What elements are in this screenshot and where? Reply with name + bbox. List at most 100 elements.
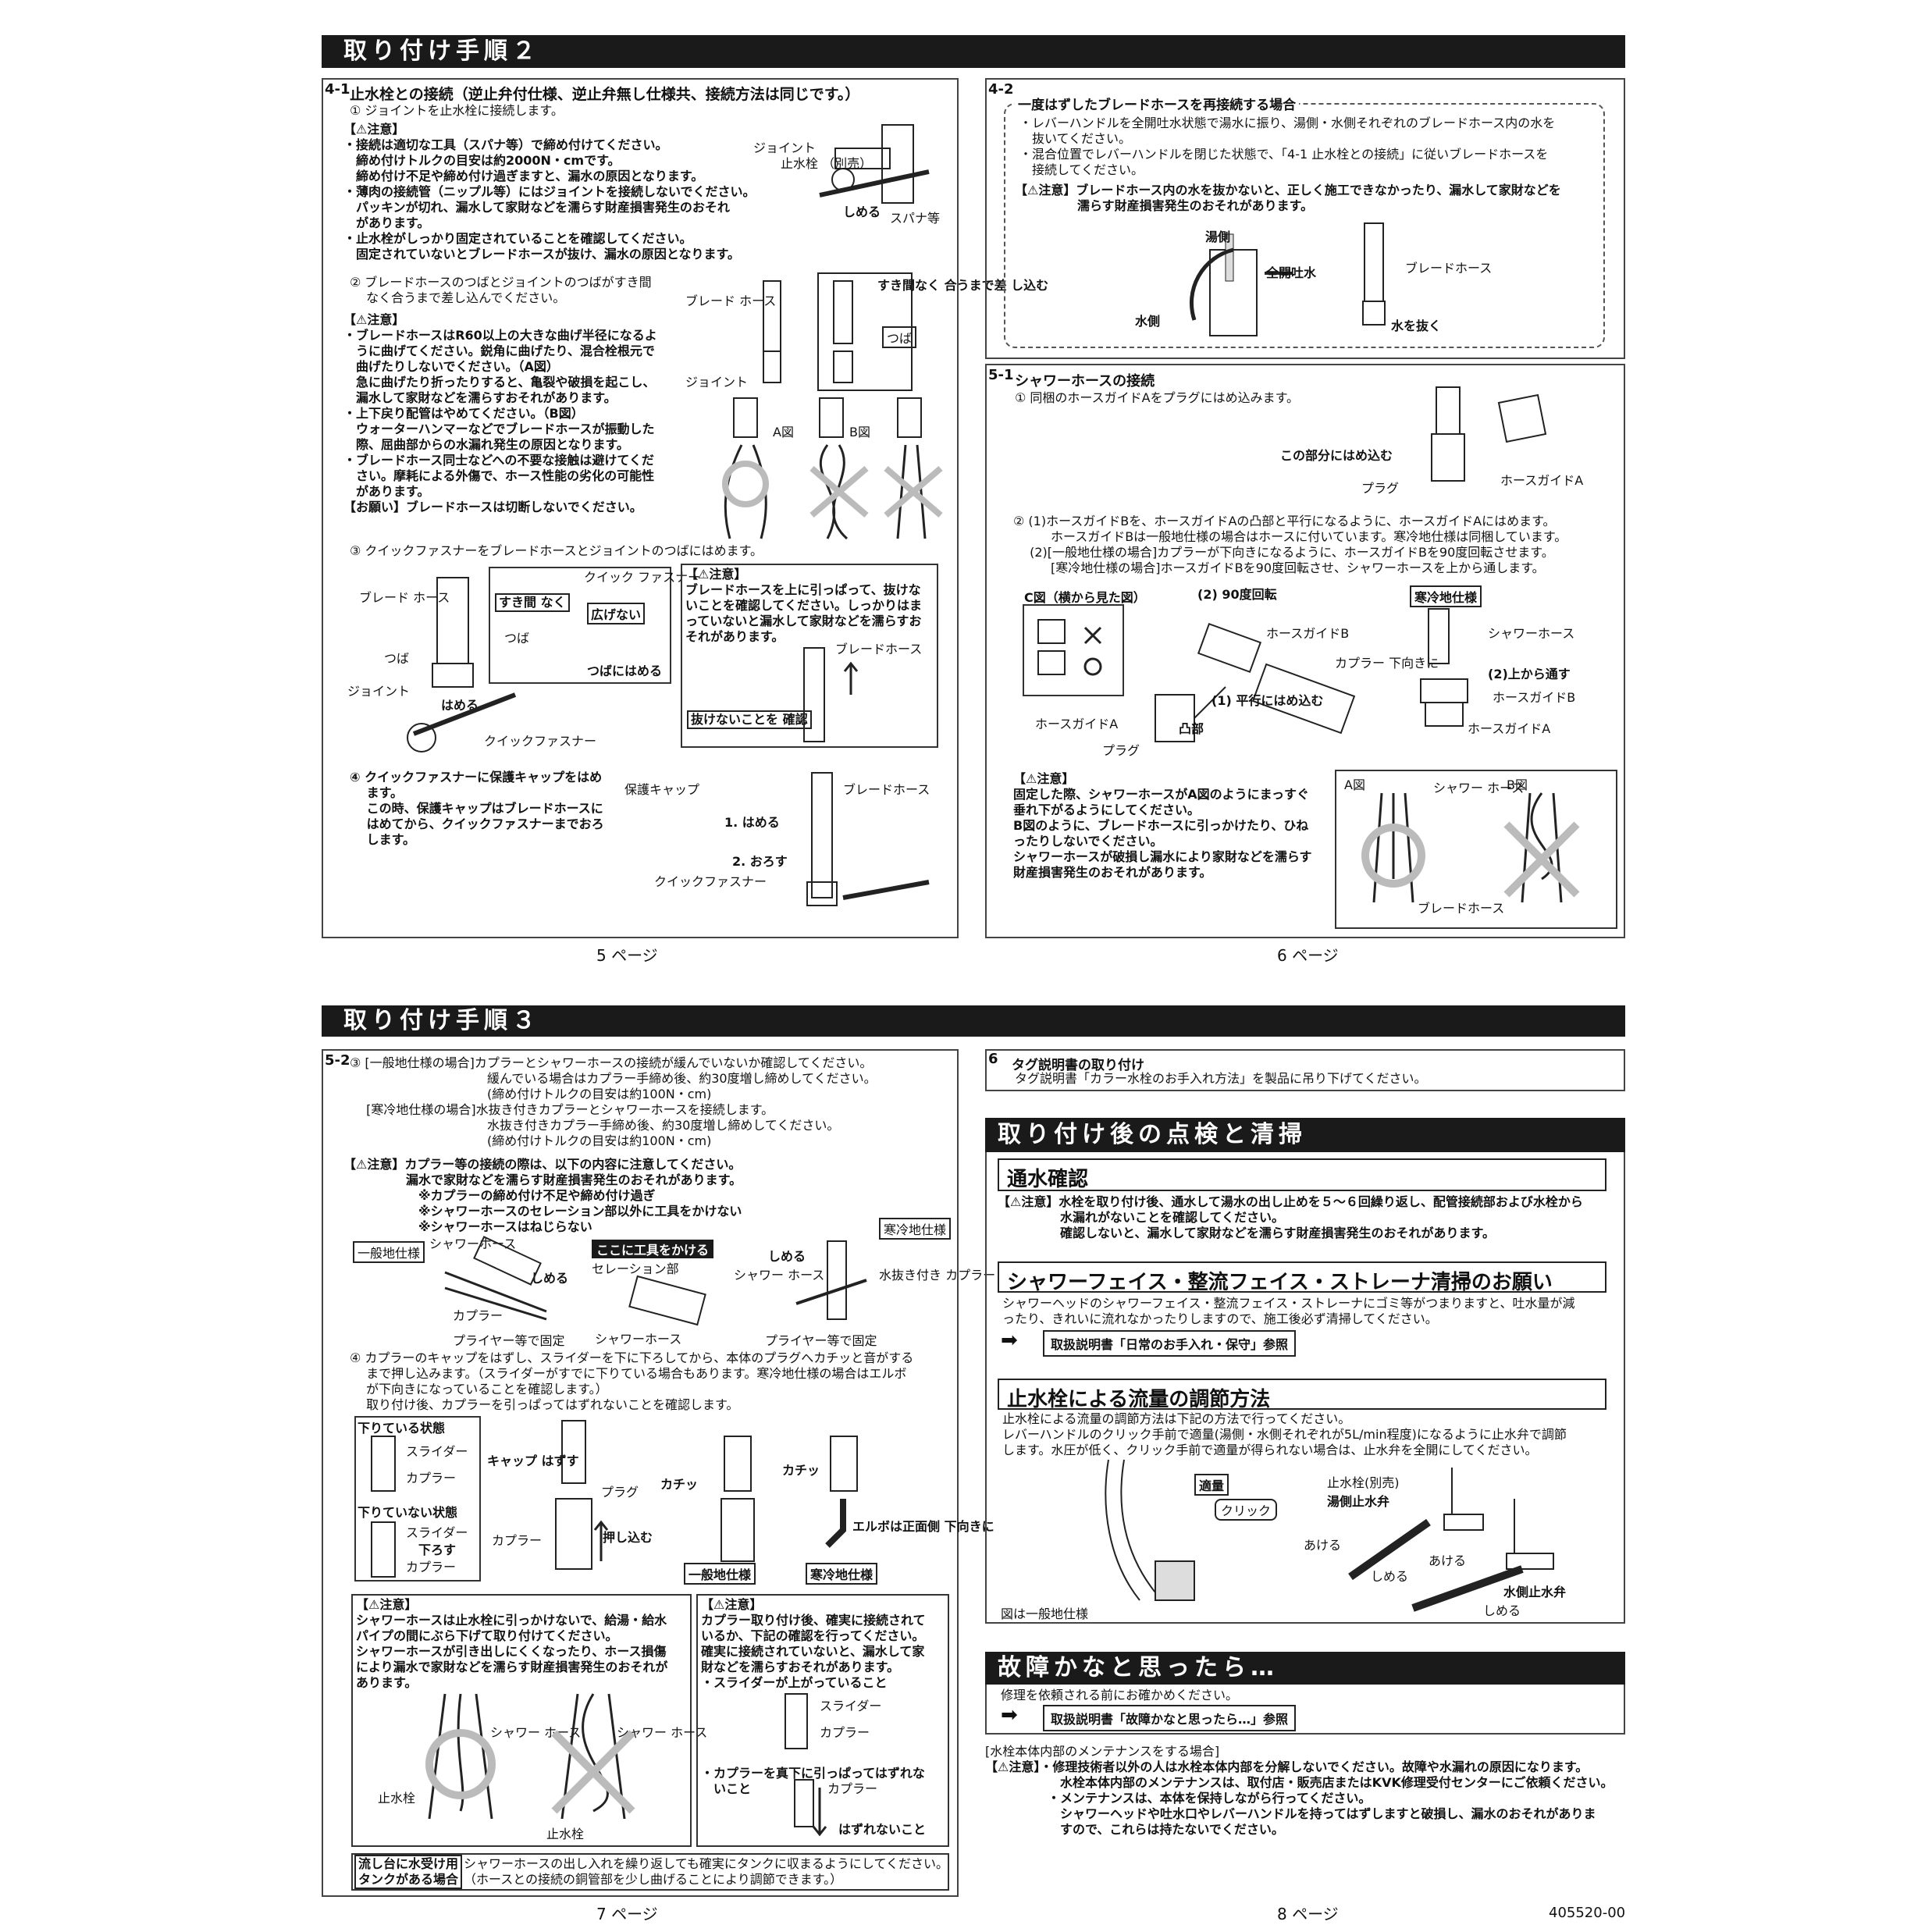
label-click-1: カチッ — [660, 1477, 699, 1492]
caution-text: ・接続は適切な工具（スパナ等）で締め付けてください。 締め付けトルクの目安は約2… — [343, 137, 756, 262]
hang-caution: 【⚠注意】 シャワーホースは止水栓に引っかけないで、給湯・給水 パイプの間にぶら… — [356, 1597, 668, 1690]
page6-frame-top — [985, 78, 1625, 359]
label-push: 押し込む — [603, 1530, 653, 1545]
lever-illustration — [1189, 233, 1292, 336]
section-band-trouble: 故障かなと思ったら… — [985, 1652, 1625, 1685]
label-click-2: カチッ — [782, 1463, 820, 1478]
label-pliers-2: プライヤー等で固定 — [765, 1333, 877, 1348]
page-number-6: 6 ページ — [1277, 946, 1339, 965]
label-gen-2: 一般地仕様 — [684, 1563, 756, 1585]
braid-hose-illustration — [763, 272, 913, 391]
label-shower-7c: シャワー ホース — [734, 1268, 825, 1283]
instruction-4: ④ クイックファスナーに保護キャップをはめ ます。 この時、保護キャップはブレー… — [350, 770, 604, 847]
arrow-icon-2: ➡ — [1001, 1703, 1018, 1727]
sub-flow: 止水栓による流量の調節方法 — [998, 1379, 1606, 1411]
flow-text: 止水栓による流量の調節方法は下記の方法で行ってください。 レバーハンドルのクリッ… — [1002, 1411, 1567, 1457]
hang-illustration — [425, 1693, 635, 1820]
label-tsuba-3: つば — [384, 651, 410, 666]
label-qf-4: クイックファスナー — [654, 874, 767, 889]
label-pliers: プライヤー等で固定 — [453, 1333, 565, 1348]
label-hirogenai: 広げない — [587, 603, 646, 624]
maintenance-head: [水栓本体内部のメンテナンスをする場合] — [985, 1744, 1220, 1759]
label-tsuba-3b: つば — [504, 631, 530, 646]
label-hameru-4: 1. はめる — [724, 815, 780, 830]
label-coupler-7e: カプラー — [492, 1533, 543, 1548]
reconnect-title: 一度はずしたブレードホースを再接続する場合 — [1015, 94, 1300, 113]
bend-diagrams — [722, 397, 943, 540]
maintenance-text: 【⚠注意】・修理技術者以外の人は水栓本体内部を分解しないでください。故障や水漏れ… — [985, 1759, 1614, 1837]
shower-step-1: ① 同梱のホースガイドAをプラグにはめ込みます。 — [1015, 390, 1299, 405]
shower-step-2: ② (1)ホースガイドBを、ホースガイドAの凸部と平行になるように、ホースガイド… — [1013, 514, 1567, 575]
label-close-2: しめる — [1483, 1603, 1521, 1618]
label-braid-2: ブレードホース — [1418, 901, 1505, 916]
label-proper: 適量 — [1194, 1474, 1229, 1496]
water-check-caution: 【⚠注意】水栓を取り付け後、通水して湯水の出し止めを５～６回繰り返し、配管接続部… — [998, 1194, 1583, 1240]
label-down: 下りている状態 — [358, 1421, 446, 1436]
label-valve-8: 止水栓(別売) — [1327, 1475, 1400, 1490]
plug-guide-illustration — [1431, 386, 1547, 482]
shower-title: シャワーホースの接続 — [1015, 373, 1155, 390]
label-a-fig-6: A図 — [1344, 777, 1365, 792]
push-illustration — [555, 1420, 609, 1570]
label-sukima: すき間 なく — [495, 593, 570, 612]
c-fig-illustration — [1037, 619, 1102, 676]
tag-section-frame — [985, 1049, 1625, 1091]
label-hameru: はめる — [441, 698, 479, 713]
qf-detail-box — [489, 567, 671, 684]
label-guide-a2: ホースガイドA — [1035, 717, 1119, 731]
general-coupler-illustration — [720, 1436, 755, 1562]
label-open-2: あける — [1429, 1553, 1467, 1568]
document-number: 405520-00 — [1549, 1905, 1626, 1921]
label-shower-2: シャワー ホース — [1433, 781, 1525, 795]
cold-spec-illustration — [1420, 608, 1468, 727]
tank-label: 流し台に水受け用 タンクがある場合 — [354, 1855, 463, 1889]
label-valve-l: 止水栓 — [378, 1791, 416, 1806]
label-slider-2: スライダー — [406, 1525, 468, 1540]
reconnect-caution: 【⚠注意】ブレードホース内の水を抜かないと、正しく施工できなかったり、漏水して家… — [1015, 183, 1561, 213]
label-guide-a: ホースガイドA — [1500, 473, 1584, 488]
page7-frame — [322, 1049, 959, 1897]
label-shower-7b: シャワーホース — [595, 1332, 682, 1347]
tank-text: シャワーホースの出し入れを繰り返しても確実にタンクに収まるようにしてください。 … — [464, 1856, 948, 1887]
label-cold-spec: 寒冷地仕様 — [1410, 585, 1482, 607]
label-gap: すき間なく 合うまで差 し込む — [877, 278, 1049, 293]
step-title: 止水栓との接続（逆止弁付仕様、逆止弁無し仕様共、接続方法は同じです。） — [350, 86, 860, 103]
label-general: 一般地仕様 — [353, 1241, 425, 1263]
sub-water-check: 通水確認 — [998, 1158, 1606, 1191]
label-coupler-7c: カプラー — [406, 1471, 457, 1485]
label-tsuba: つば — [882, 326, 917, 348]
label-cap: 保護キャップ — [624, 782, 700, 797]
label-plug: プラグ — [1361, 481, 1400, 496]
c-fig-box — [1023, 604, 1124, 696]
cleaning-text: シャワーヘッドのシャワーフェイス・整流フェイス・ストレーナにゴミ等がつまりますと… — [1002, 1296, 1575, 1326]
label-drain: 水を抜く — [1391, 318, 1442, 333]
label-b-fig: B図 — [849, 425, 870, 439]
trouble-text: 修理を依頼される前にお確かめください。 — [1001, 1688, 1239, 1703]
label-close: しめる — [1371, 1569, 1409, 1584]
label-orosu: 2. おろす — [732, 854, 788, 869]
step-tag-6: 6 — [988, 1051, 998, 1067]
label-joint-2: ジョイント — [685, 375, 749, 390]
label-guide-b: ホースガイドB — [1266, 626, 1350, 641]
pull-down-illustration — [794, 1779, 827, 1837]
guide-assembly-illustration — [1155, 622, 1356, 742]
ab-fig-box — [1335, 770, 1617, 929]
label-shimeru-7b: しめる — [768, 1249, 806, 1264]
step-tag-4-2: 4-2 — [988, 81, 1014, 98]
page-number-5: 5 ページ — [596, 946, 658, 965]
label-90: (2) 90度回転 — [1197, 587, 1277, 602]
caution-head-3: 【⚠注意】 — [685, 567, 747, 582]
sub-cleaning: シャワーフェイス・整流フェイス・ストレーナ清掃のお願い — [998, 1261, 1606, 1294]
label-spanner: スパナ等 — [890, 211, 941, 226]
label-braid-3c: ブレードホース — [835, 642, 923, 656]
faucet-illustration — [1105, 1459, 1195, 1601]
p7-step-4: ④ カプラーのキャップをはずし、スライダーを下に下ろしてから、本体のプラグへカチ… — [350, 1350, 914, 1412]
label-qf: クイックファスナー — [484, 734, 597, 749]
ab-fig-illustration — [1361, 792, 1580, 903]
label-joint-3: ジョイント — [347, 684, 411, 699]
label-plug-2: プラグ — [1102, 743, 1140, 758]
label-b-fig-6: B図 — [1507, 777, 1528, 792]
ref-trouble: 取扱説明書「故障かなと思ったら…」参照 — [1043, 1705, 1297, 1731]
valve-spanner-illustration — [819, 124, 930, 204]
label-shower: シャワーホース — [1488, 626, 1575, 641]
